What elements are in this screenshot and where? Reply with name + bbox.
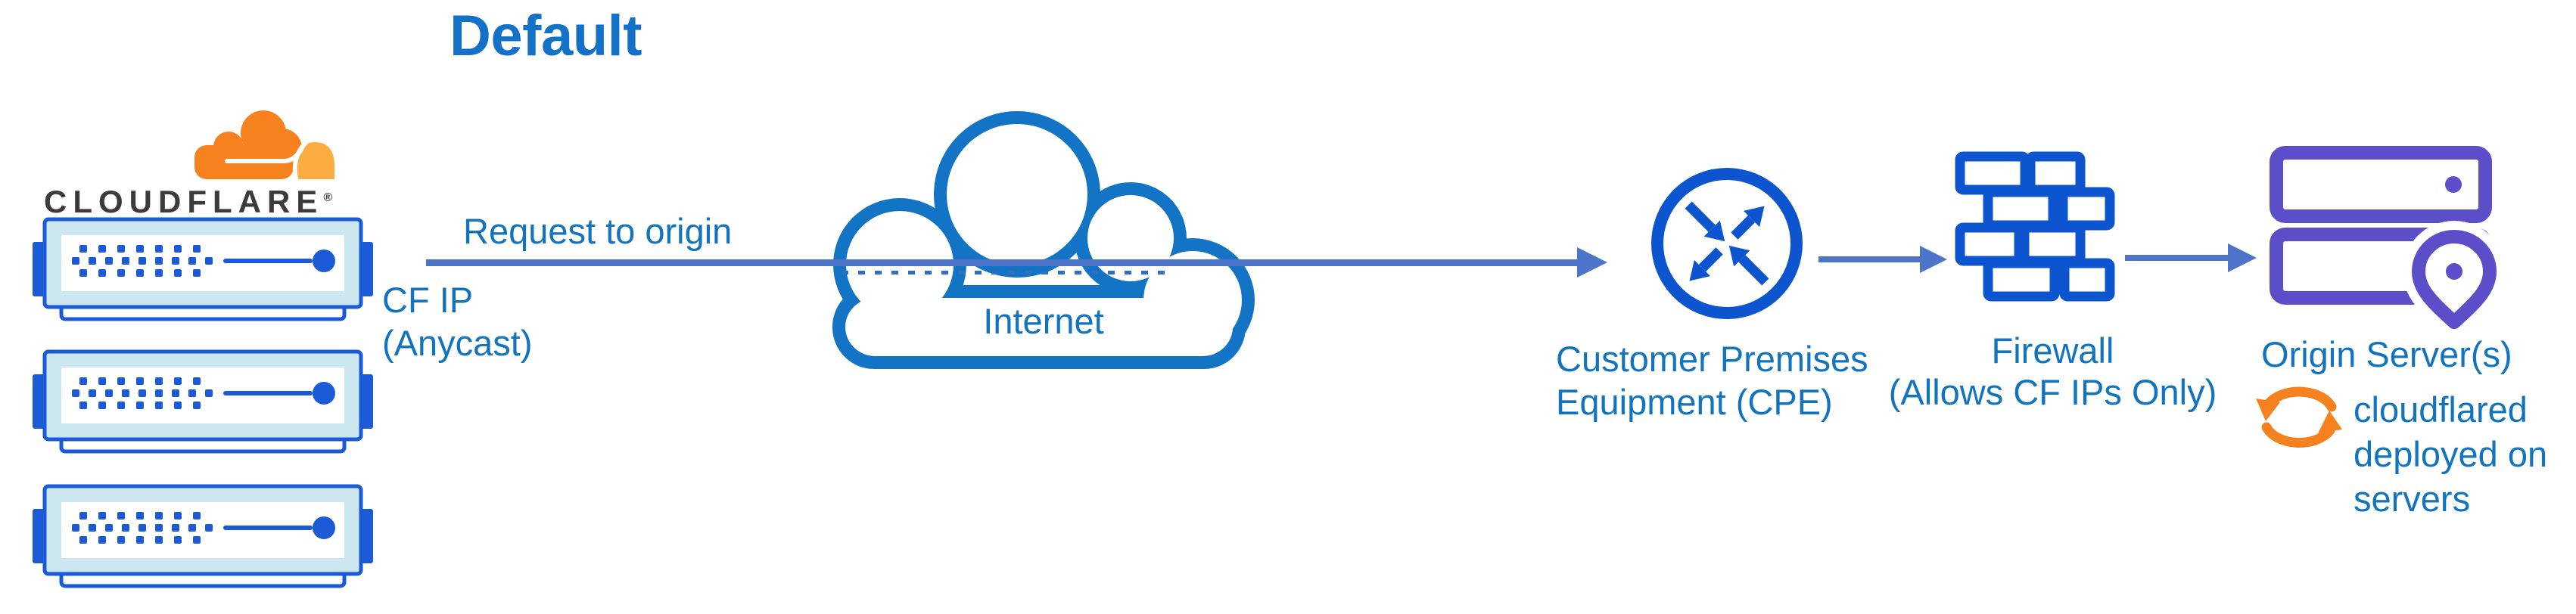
registered-mark: ®	[323, 191, 333, 204]
cf-ip-line2: (Anycast)	[382, 323, 533, 363]
cloudflare-wordmark-text: CLOUDFLARE	[44, 184, 324, 219]
cloudflare-cloud-icon	[194, 110, 334, 181]
server-location-pin-icon	[2270, 146, 2506, 338]
internet-label: Internet	[983, 301, 1104, 341]
brick-wall-icon	[1955, 151, 2115, 302]
cloud-outline-icon	[832, 111, 1255, 369]
server-rack-icon	[33, 217, 373, 321]
cloudflared-note: cloudflared deployed on servers	[2354, 387, 2547, 521]
cf-ip-anycast-label: CF IP (Anycast)	[382, 278, 533, 364]
firewall-to-origin-line	[2125, 255, 2228, 261]
request-arrow-line	[426, 259, 1577, 266]
cpe-label-line2: Equipment (CPE)	[1556, 382, 1833, 422]
cpe-label: Customer Premises Equipment (CPE)	[1556, 337, 1868, 423]
cloudflared-note-line1: cloudflared	[2354, 389, 2528, 429]
firewall-to-origin-arrowhead	[2228, 243, 2257, 272]
cpe-label-line1: Customer Premises	[1556, 339, 1868, 379]
firewall-label: Firewall (Allows CF IPs Only)	[1877, 330, 2229, 413]
return-dashed-line	[842, 271, 1171, 274]
server-rack-icon	[33, 485, 373, 591]
diagram-title: Default	[450, 4, 642, 68]
firewall-label-line2: (Allows CF IPs Only)	[1888, 372, 2217, 412]
request-arrowhead	[1577, 247, 1607, 278]
firewall-label-line1: Firewall	[1991, 330, 2114, 371]
request-to-origin-label: Request to origin	[463, 211, 733, 251]
cloudflared-note-line3: servers	[2354, 479, 2471, 519]
cpe-to-firewall-line	[1818, 256, 1920, 262]
cloudflared-note-line2: deployed on	[2354, 434, 2548, 474]
sync-arrows-icon	[2256, 386, 2342, 448]
cf-ip-line1: CF IP	[382, 280, 474, 320]
server-rack-icon	[33, 350, 373, 456]
cloudflare-wordmark: CLOUDFLARE®	[44, 181, 332, 219]
origin-server-label: Origin Server(s)	[2261, 334, 2512, 374]
router-arrows-icon	[1651, 168, 1803, 319]
cpe-to-firewall-arrowhead	[1920, 246, 1947, 273]
